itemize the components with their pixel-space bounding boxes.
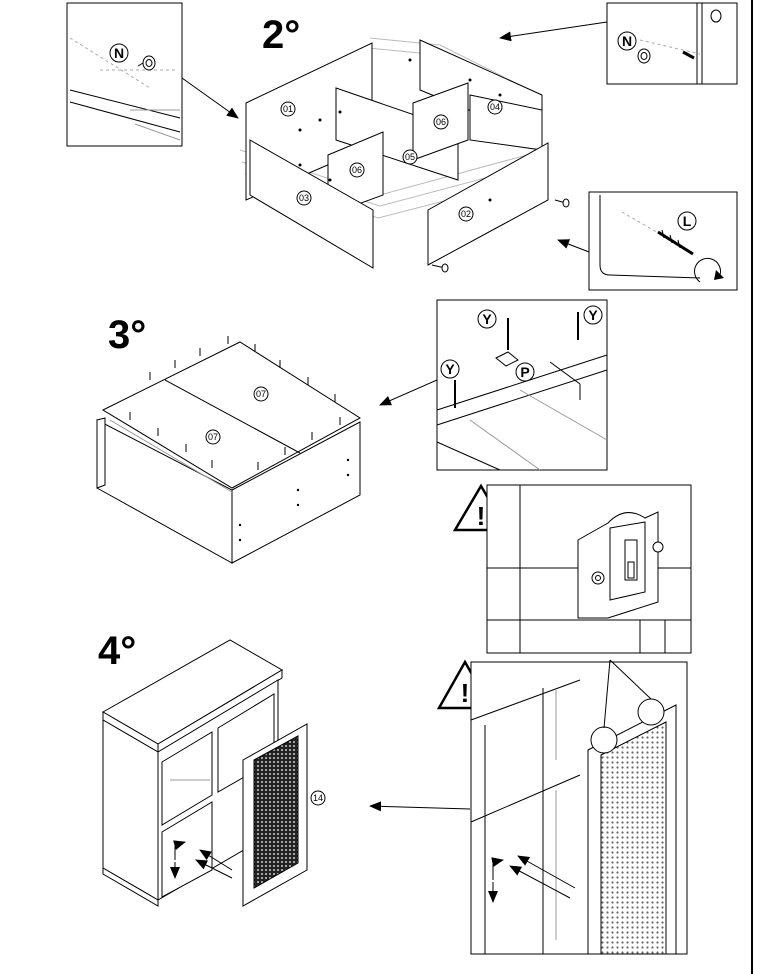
step-4-label: 4° <box>98 629 136 673</box>
step-2-label: 2° <box>262 13 300 57</box>
callout-y-top: Y <box>482 311 492 327</box>
callout-n-left: N <box>114 45 124 61</box>
panel-07-front-label: 07 <box>208 432 218 442</box>
cabinet-assembled: 14 <box>101 639 326 907</box>
panel-06-right-label: 06 <box>436 117 446 127</box>
panel-07-back-label: 07 <box>256 389 266 399</box>
door-14-label: 14 <box>313 793 323 803</box>
detail-l: L <box>588 191 738 291</box>
step-3-label: 3° <box>108 313 146 357</box>
detail-hinge <box>486 484 692 654</box>
callout-p: P <box>520 364 529 380</box>
callout-y-right: Y <box>588 307 598 323</box>
callout-n-right: N <box>622 33 632 49</box>
dowel-icon <box>637 48 651 64</box>
detail-n-left: N <box>66 2 183 147</box>
panel-01-label: 01 <box>283 104 293 114</box>
detail-y-p: Y Y Y P <box>436 299 608 471</box>
arrow-icon <box>369 801 471 812</box>
panel-02-label: 02 <box>461 209 471 219</box>
carcass-with-top: 07 07 <box>96 336 361 564</box>
detail-door <box>470 659 688 955</box>
detail-n-right: N <box>606 2 738 85</box>
arrow-icon <box>379 379 438 406</box>
panel-03-label: 03 <box>299 193 309 203</box>
arrow-icon <box>181 77 239 119</box>
rotate-icon <box>694 257 724 283</box>
panel-06-left-label: 06 <box>352 165 362 175</box>
screw-icon <box>682 50 695 60</box>
dowel-icon <box>137 55 156 71</box>
panel-04-label: 04 <box>490 102 500 112</box>
arrow-icon <box>499 21 608 42</box>
panel-05-label: 05 <box>405 152 415 162</box>
svg-text:!: ! <box>477 501 486 531</box>
svg-text:!: ! <box>461 678 470 708</box>
callout-l: L <box>683 213 692 229</box>
exploded-carcass: 01 04 06 05 06 03 02 <box>239 37 570 273</box>
screw-icon <box>657 229 694 256</box>
arrow-icon <box>557 239 590 253</box>
callout-y-left: Y <box>445 361 455 377</box>
